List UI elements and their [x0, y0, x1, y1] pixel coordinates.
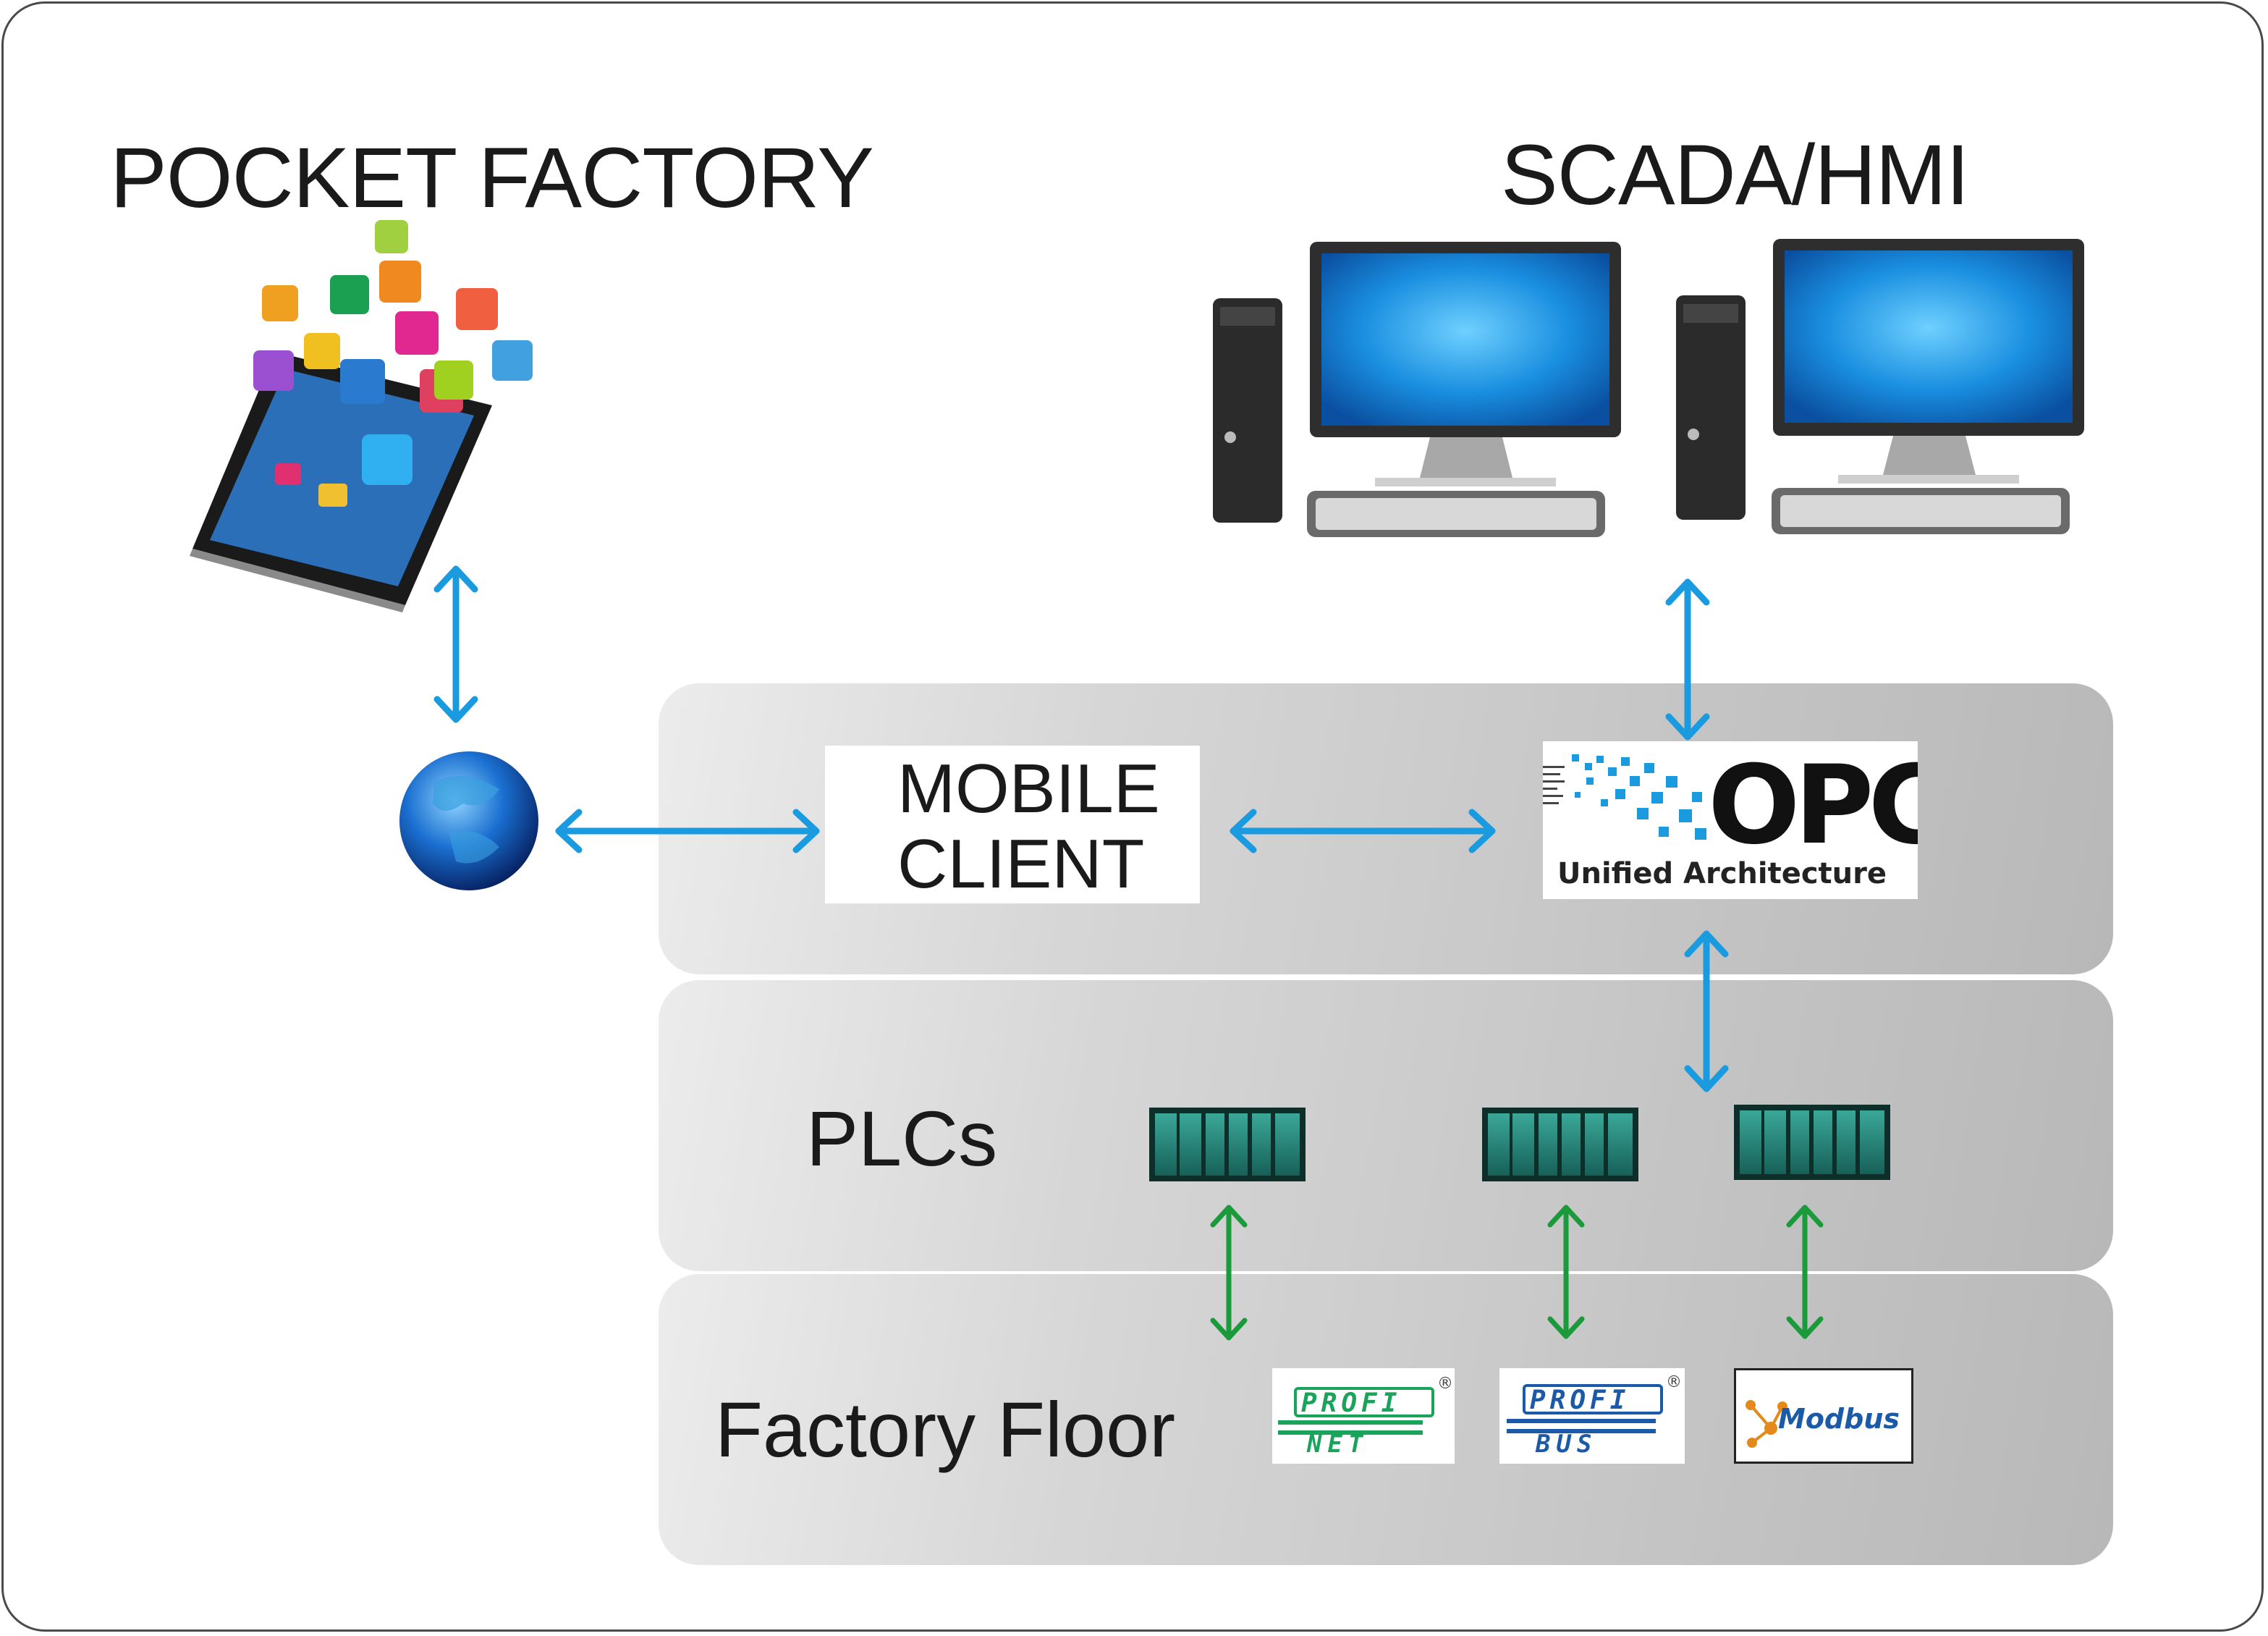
- arrow-mobile-client-opc: [1230, 809, 1496, 853]
- plc-rack-icon: [1482, 1108, 1638, 1181]
- profibus-bottom: BUS: [1535, 1430, 1597, 1459]
- plc-rack-icon: [1149, 1108, 1306, 1181]
- globe-icon: [399, 751, 538, 890]
- arrow-plc2-profibus: [1547, 1205, 1585, 1339]
- modbus-name: Modbus: [1778, 1403, 1900, 1435]
- profibus-logo: PROFI BUS ®: [1499, 1368, 1685, 1464]
- arrow-scada-opc: [1665, 578, 1710, 741]
- mobile-client-box: MOBILE CLIENT: [825, 746, 1200, 903]
- modbus-logo: Modbus: [1734, 1368, 1913, 1464]
- pocket-factory-title: POCKET FACTORY: [110, 130, 874, 226]
- plcs-label: PLCs: [806, 1095, 998, 1182]
- profinet-logo: PROFI NET ®: [1272, 1368, 1455, 1464]
- mobile-client-line1: MOBILE: [897, 750, 1160, 827]
- smartphone-apps-icon: [190, 220, 533, 612]
- arrow-plc3-modbus: [1786, 1205, 1824, 1339]
- mobile-client-line2: CLIENT: [897, 825, 1145, 903]
- plc-rack-icon: [1734, 1105, 1890, 1180]
- factory-floor-label: Factory Floor: [715, 1386, 1176, 1473]
- arrow-phone-globe: [433, 565, 478, 723]
- scada-hmi-title: SCADA/HMI: [1501, 127, 1970, 223]
- profibus-top: PROFI: [1530, 1386, 1630, 1415]
- desktop-computer-icon: [1213, 242, 1621, 537]
- opc-subtitle: Unified Architecture: [1557, 857, 1887, 890]
- profibus-registered-mark: ®: [1666, 1373, 1682, 1391]
- arrow-globe-mobile-client: [555, 809, 820, 853]
- desktop-computer-icon: [1676, 239, 2084, 534]
- opc-logo-graphic: OPC Unified Architecture: [1543, 743, 1948, 890]
- arrow-opc-plc: [1684, 930, 1729, 1092]
- profinet-bottom: NET: [1306, 1430, 1368, 1459]
- profinet-registered-mark: ®: [1437, 1375, 1453, 1393]
- profinet-top: PROFI: [1301, 1388, 1401, 1418]
- opc-logo-text: OPC: [1708, 743, 1918, 869]
- opc-ua-logo: OPC Unified Architecture: [1543, 741, 1948, 899]
- arrow-plc1-profinet: [1210, 1205, 1248, 1341]
